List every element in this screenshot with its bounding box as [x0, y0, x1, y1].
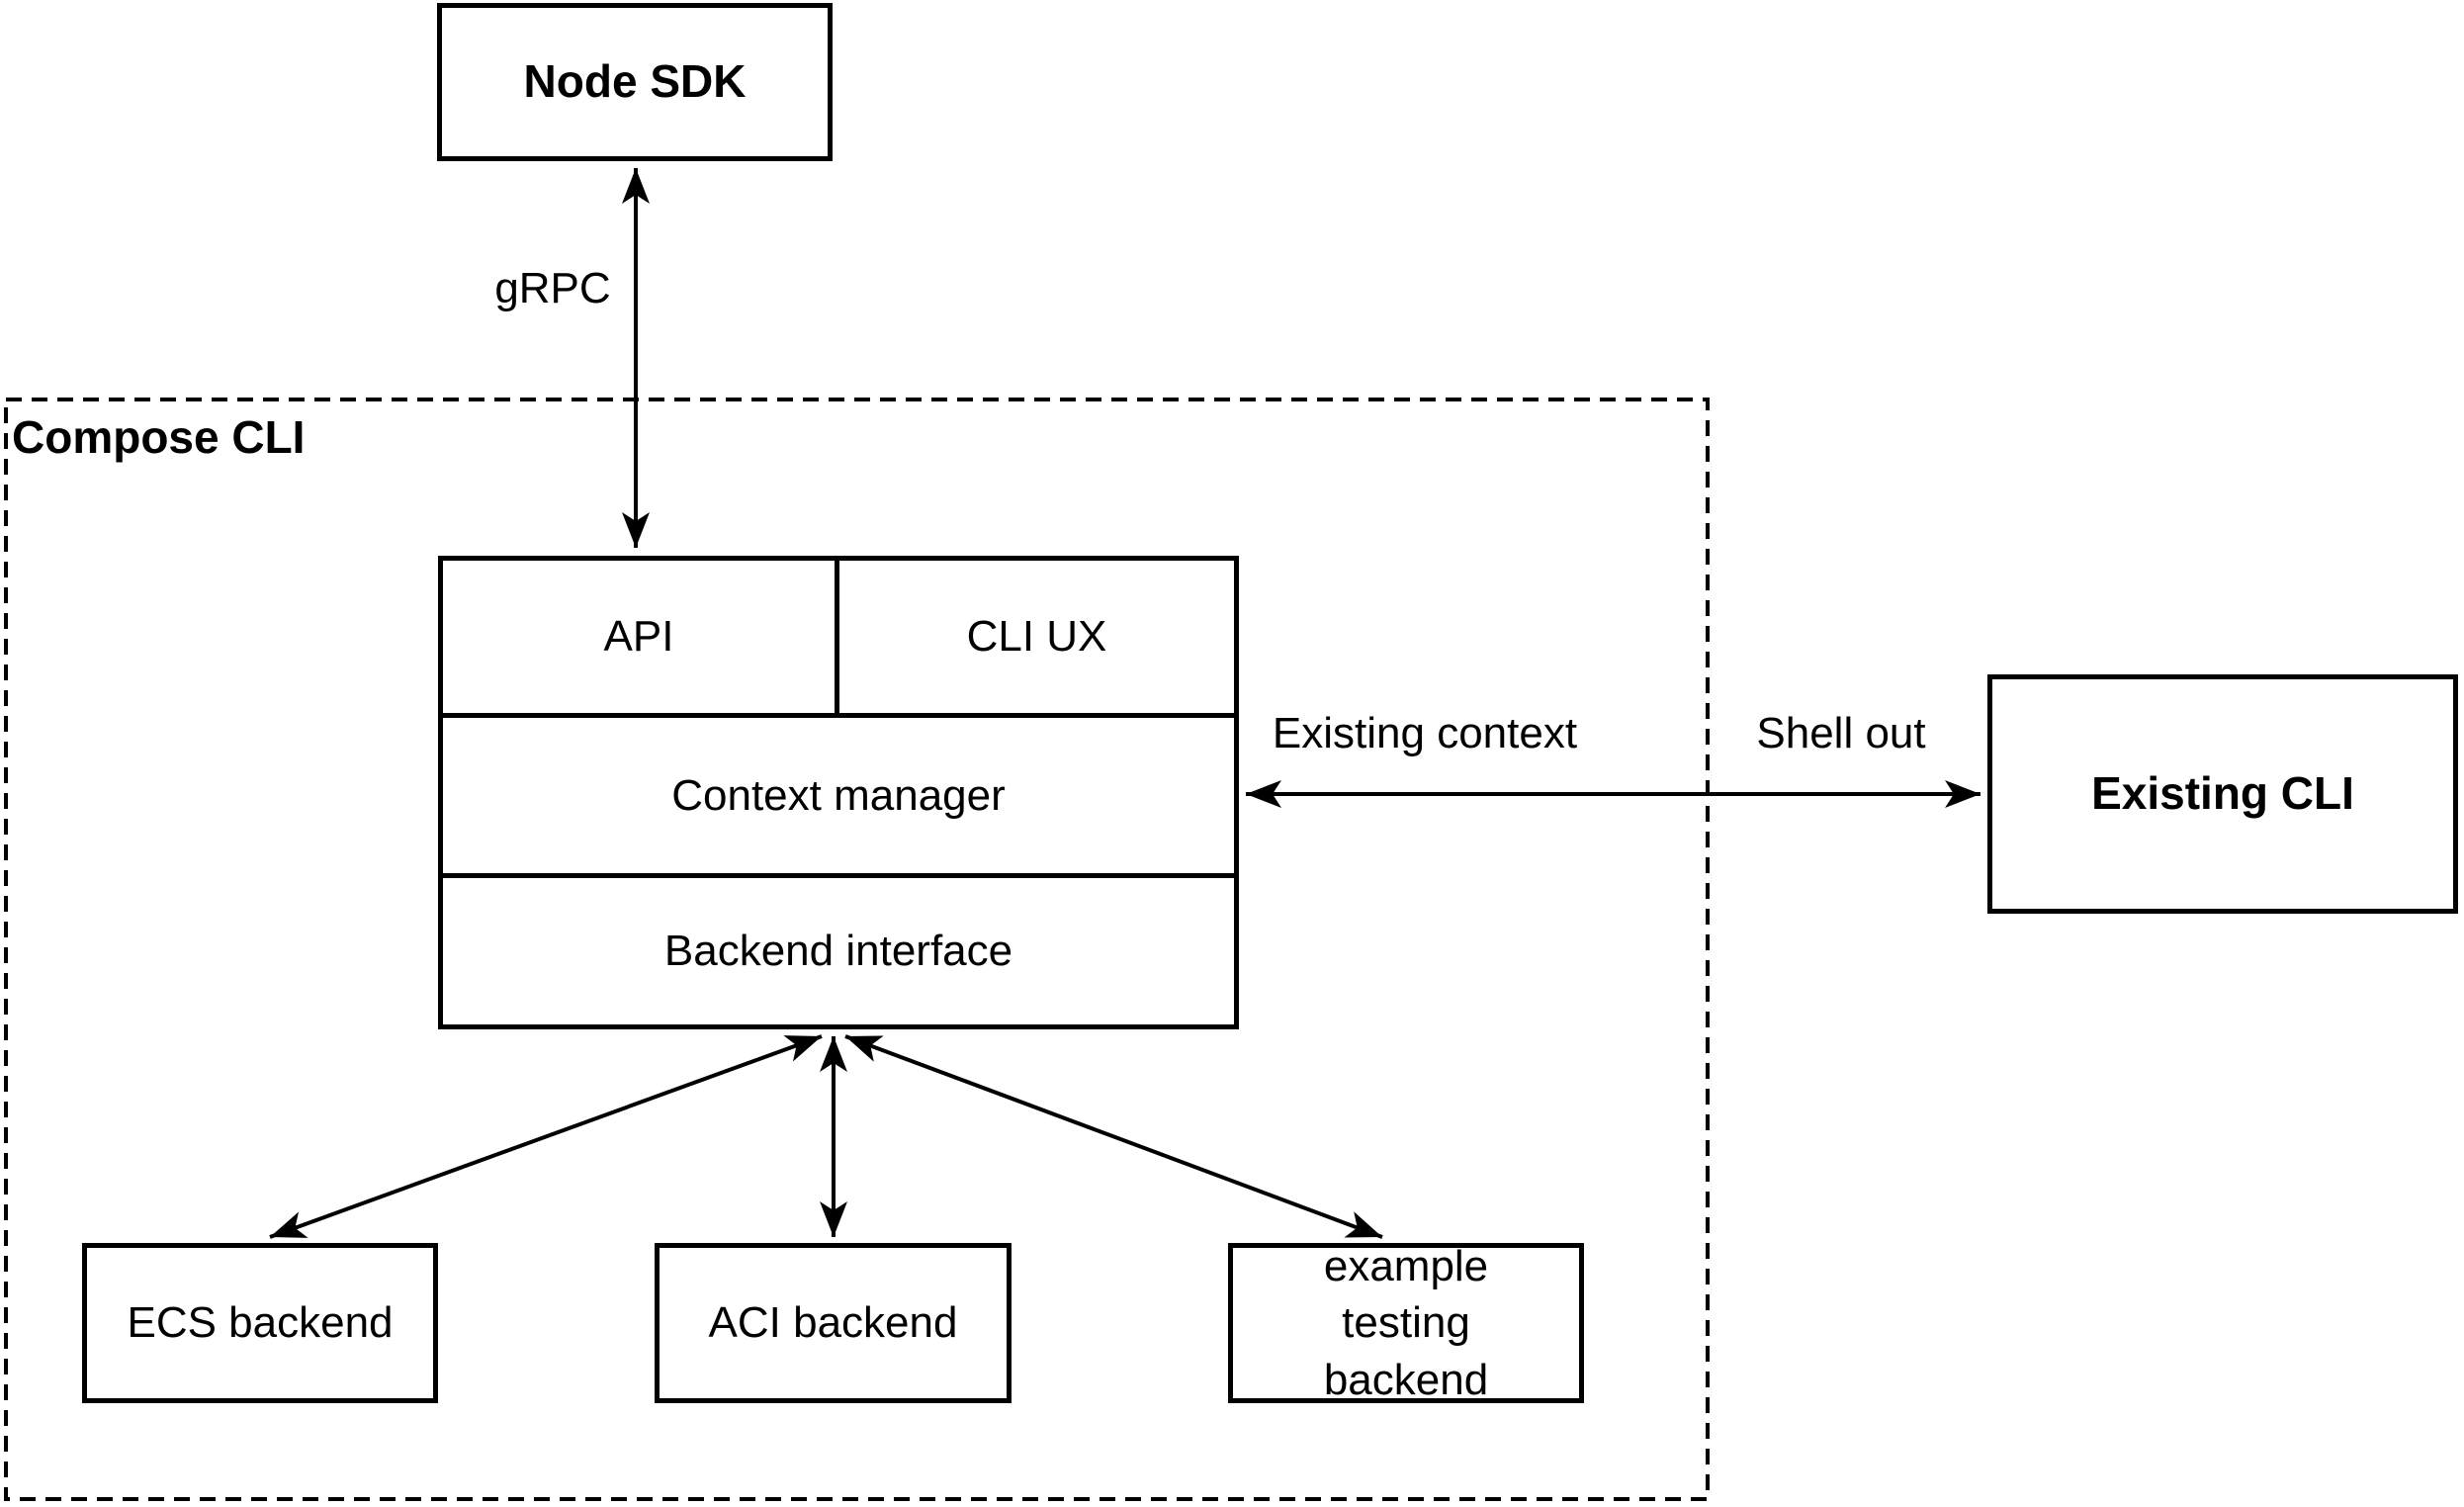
- api-label: API: [603, 612, 674, 661]
- ecs-backend-label: ECS backend: [127, 1298, 394, 1348]
- compose-cli-core-box: API CLI UX Context manager Backend inter…: [438, 556, 1239, 1029]
- compose-cli-container-label: Compose CLI: [12, 411, 306, 463]
- cli-ux-cell: CLI UX: [839, 561, 1234, 713]
- context-manager-cell: Context manager: [443, 713, 1234, 873]
- node-sdk-label: Node SDK: [523, 55, 747, 108]
- example-testing-backend-box: example testing backend: [1228, 1242, 1584, 1404]
- aci-backend-box: ACI backend: [655, 1243, 1012, 1403]
- backend-to-example-arrow: [844, 1034, 1383, 1239]
- example-testing-backend-label: example testing backend: [1323, 1242, 1489, 1404]
- shell-out-edge-label: Shell out: [1756, 709, 1926, 757]
- context-manager-label: Context manager: [671, 770, 1006, 820]
- existing-cli-box: Existing CLI: [1987, 674, 2458, 914]
- grpc-edge-label: gRPC: [494, 264, 611, 312]
- cli-ux-label: CLI UX: [966, 612, 1107, 661]
- ecs-backend-box: ECS backend: [82, 1243, 438, 1403]
- api-cell: API: [443, 561, 839, 713]
- backend-interface-label: Backend interface: [663, 927, 1013, 975]
- existing-context-edge-label: Existing context: [1272, 709, 1578, 757]
- node-sdk-box: Node SDK: [437, 3, 833, 161]
- api-cliux-row: API CLI UX: [443, 561, 1234, 713]
- existing-cli-label: Existing CLI: [2091, 767, 2354, 820]
- aci-backend-label: ACI backend: [708, 1298, 958, 1348]
- backend-to-ecs-arrow: [269, 1034, 823, 1239]
- backend-interface-cell: Backend interface: [443, 873, 1234, 1024]
